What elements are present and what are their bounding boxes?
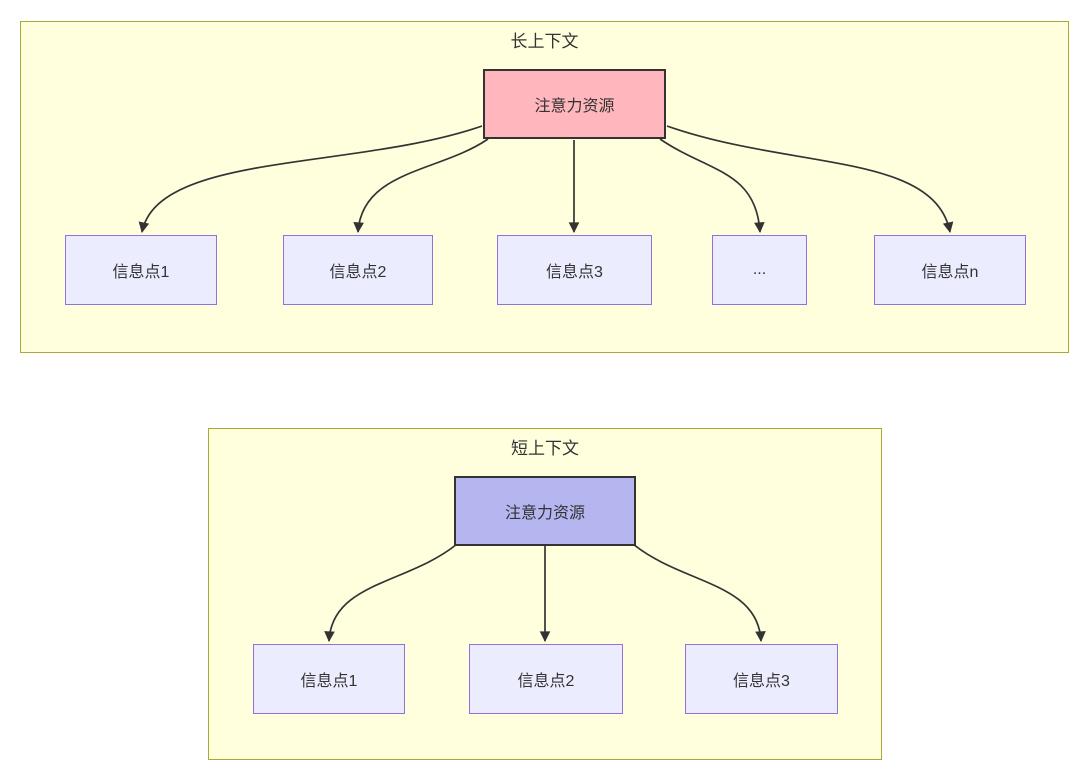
arrow-short-attention-to-info1 [329, 543, 458, 641]
arrow-short-attention-to-info3 [632, 543, 761, 641]
long-info-node-3: 信息点3 [497, 235, 652, 305]
short-context-title: 短上下文 [511, 439, 579, 458]
long-context-title: 长上下文 [510, 32, 579, 51]
long-info-node-n: 信息点n [874, 235, 1026, 305]
long-attention-node: 注意力资源 [483, 69, 666, 139]
short-info-node-2: 信息点2 [469, 644, 623, 714]
arrow-long-attention-to-ellipsis [659, 138, 760, 232]
short-attention-node: 注意力资源 [454, 476, 636, 546]
short-info-node-1: 信息点1 [253, 644, 405, 714]
arrow-long-attention-to-info1 [142, 125, 483, 232]
long-info-node-ellipsis: ... [712, 235, 807, 305]
arrow-long-attention-to-infon [666, 125, 950, 232]
arrow-long-attention-to-info2 [358, 138, 489, 232]
long-info-node-2: 信息点2 [283, 235, 433, 305]
long-info-node-1: 信息点1 [65, 235, 217, 305]
short-info-node-3: 信息点3 [685, 644, 838, 714]
